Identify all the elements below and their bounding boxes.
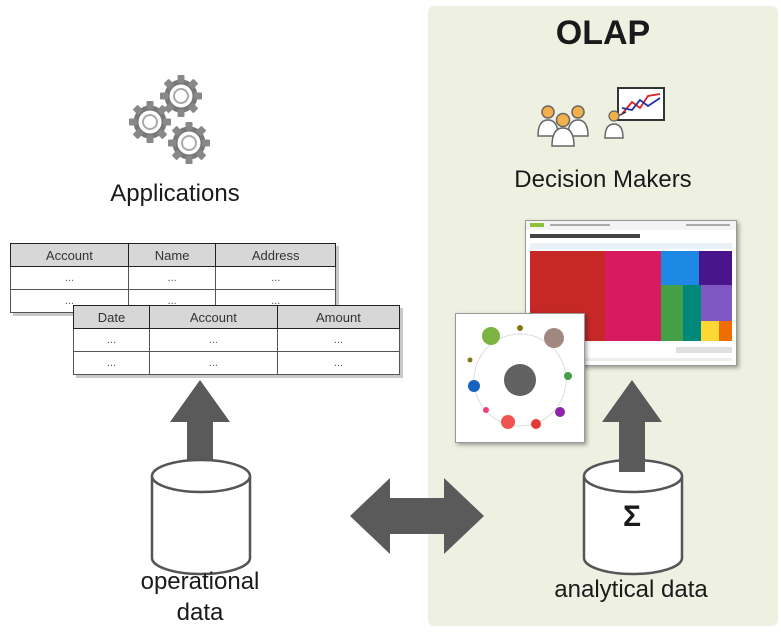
- circle-chart-image: [467, 325, 572, 429]
- gears-icon: [126, 72, 222, 168]
- table-header: Date: [73, 305, 150, 329]
- table-header: Amount: [276, 305, 401, 329]
- analytical-data-label: analytical data: [554, 576, 708, 603]
- table-header-row: Date Account Amount: [73, 305, 401, 329]
- olap-title: OLAP: [555, 14, 651, 52]
- table-row: ... ... ...: [73, 328, 401, 352]
- presenter-icon: [604, 87, 665, 139]
- analytical-database-icon: [582, 458, 684, 576]
- table-cell: ...: [148, 328, 278, 352]
- table-cell: ...: [215, 266, 336, 290]
- operational-data-label: operational data: [100, 566, 300, 628]
- transactions-table: Date Account Amount ... ... ... ... ... …: [73, 305, 401, 375]
- operational-database-icon: [150, 458, 252, 576]
- table-cell: ...: [73, 328, 150, 352]
- circle-chart-screenshot: [455, 313, 585, 443]
- table-header: Name: [127, 243, 217, 267]
- double-arrow-icon: [350, 478, 484, 554]
- table-cell: ...: [73, 351, 150, 375]
- up-arrow-icon: [170, 380, 230, 470]
- people-icon: [537, 105, 589, 147]
- table-header: Address: [215, 243, 336, 267]
- table-row: ... ... ...: [10, 266, 336, 290]
- table-cell: ...: [148, 351, 278, 375]
- operational-data-line1: operational: [140, 568, 260, 595]
- table-cell: ...: [10, 289, 129, 313]
- table-header: Account: [10, 243, 129, 267]
- table-cell: ...: [127, 266, 217, 290]
- applications-label: Applications: [110, 180, 240, 207]
- table-cell: ...: [276, 351, 401, 375]
- table-header-row: Account Name Address: [10, 243, 336, 267]
- treemap-image: [526, 221, 736, 361]
- up-arrow-icon: [602, 380, 662, 472]
- accounts-table: Account Name Address ... ... ... ... ...…: [10, 243, 336, 313]
- table-cell: ...: [276, 328, 401, 352]
- table-cell: ...: [10, 266, 129, 290]
- table-row: ... ... ...: [73, 351, 401, 375]
- sigma-symbol: Σ: [622, 500, 641, 533]
- decision-makers-label: Decision Makers: [514, 166, 692, 193]
- operational-data-line2: data: [176, 599, 224, 626]
- table-header: Account: [148, 305, 278, 329]
